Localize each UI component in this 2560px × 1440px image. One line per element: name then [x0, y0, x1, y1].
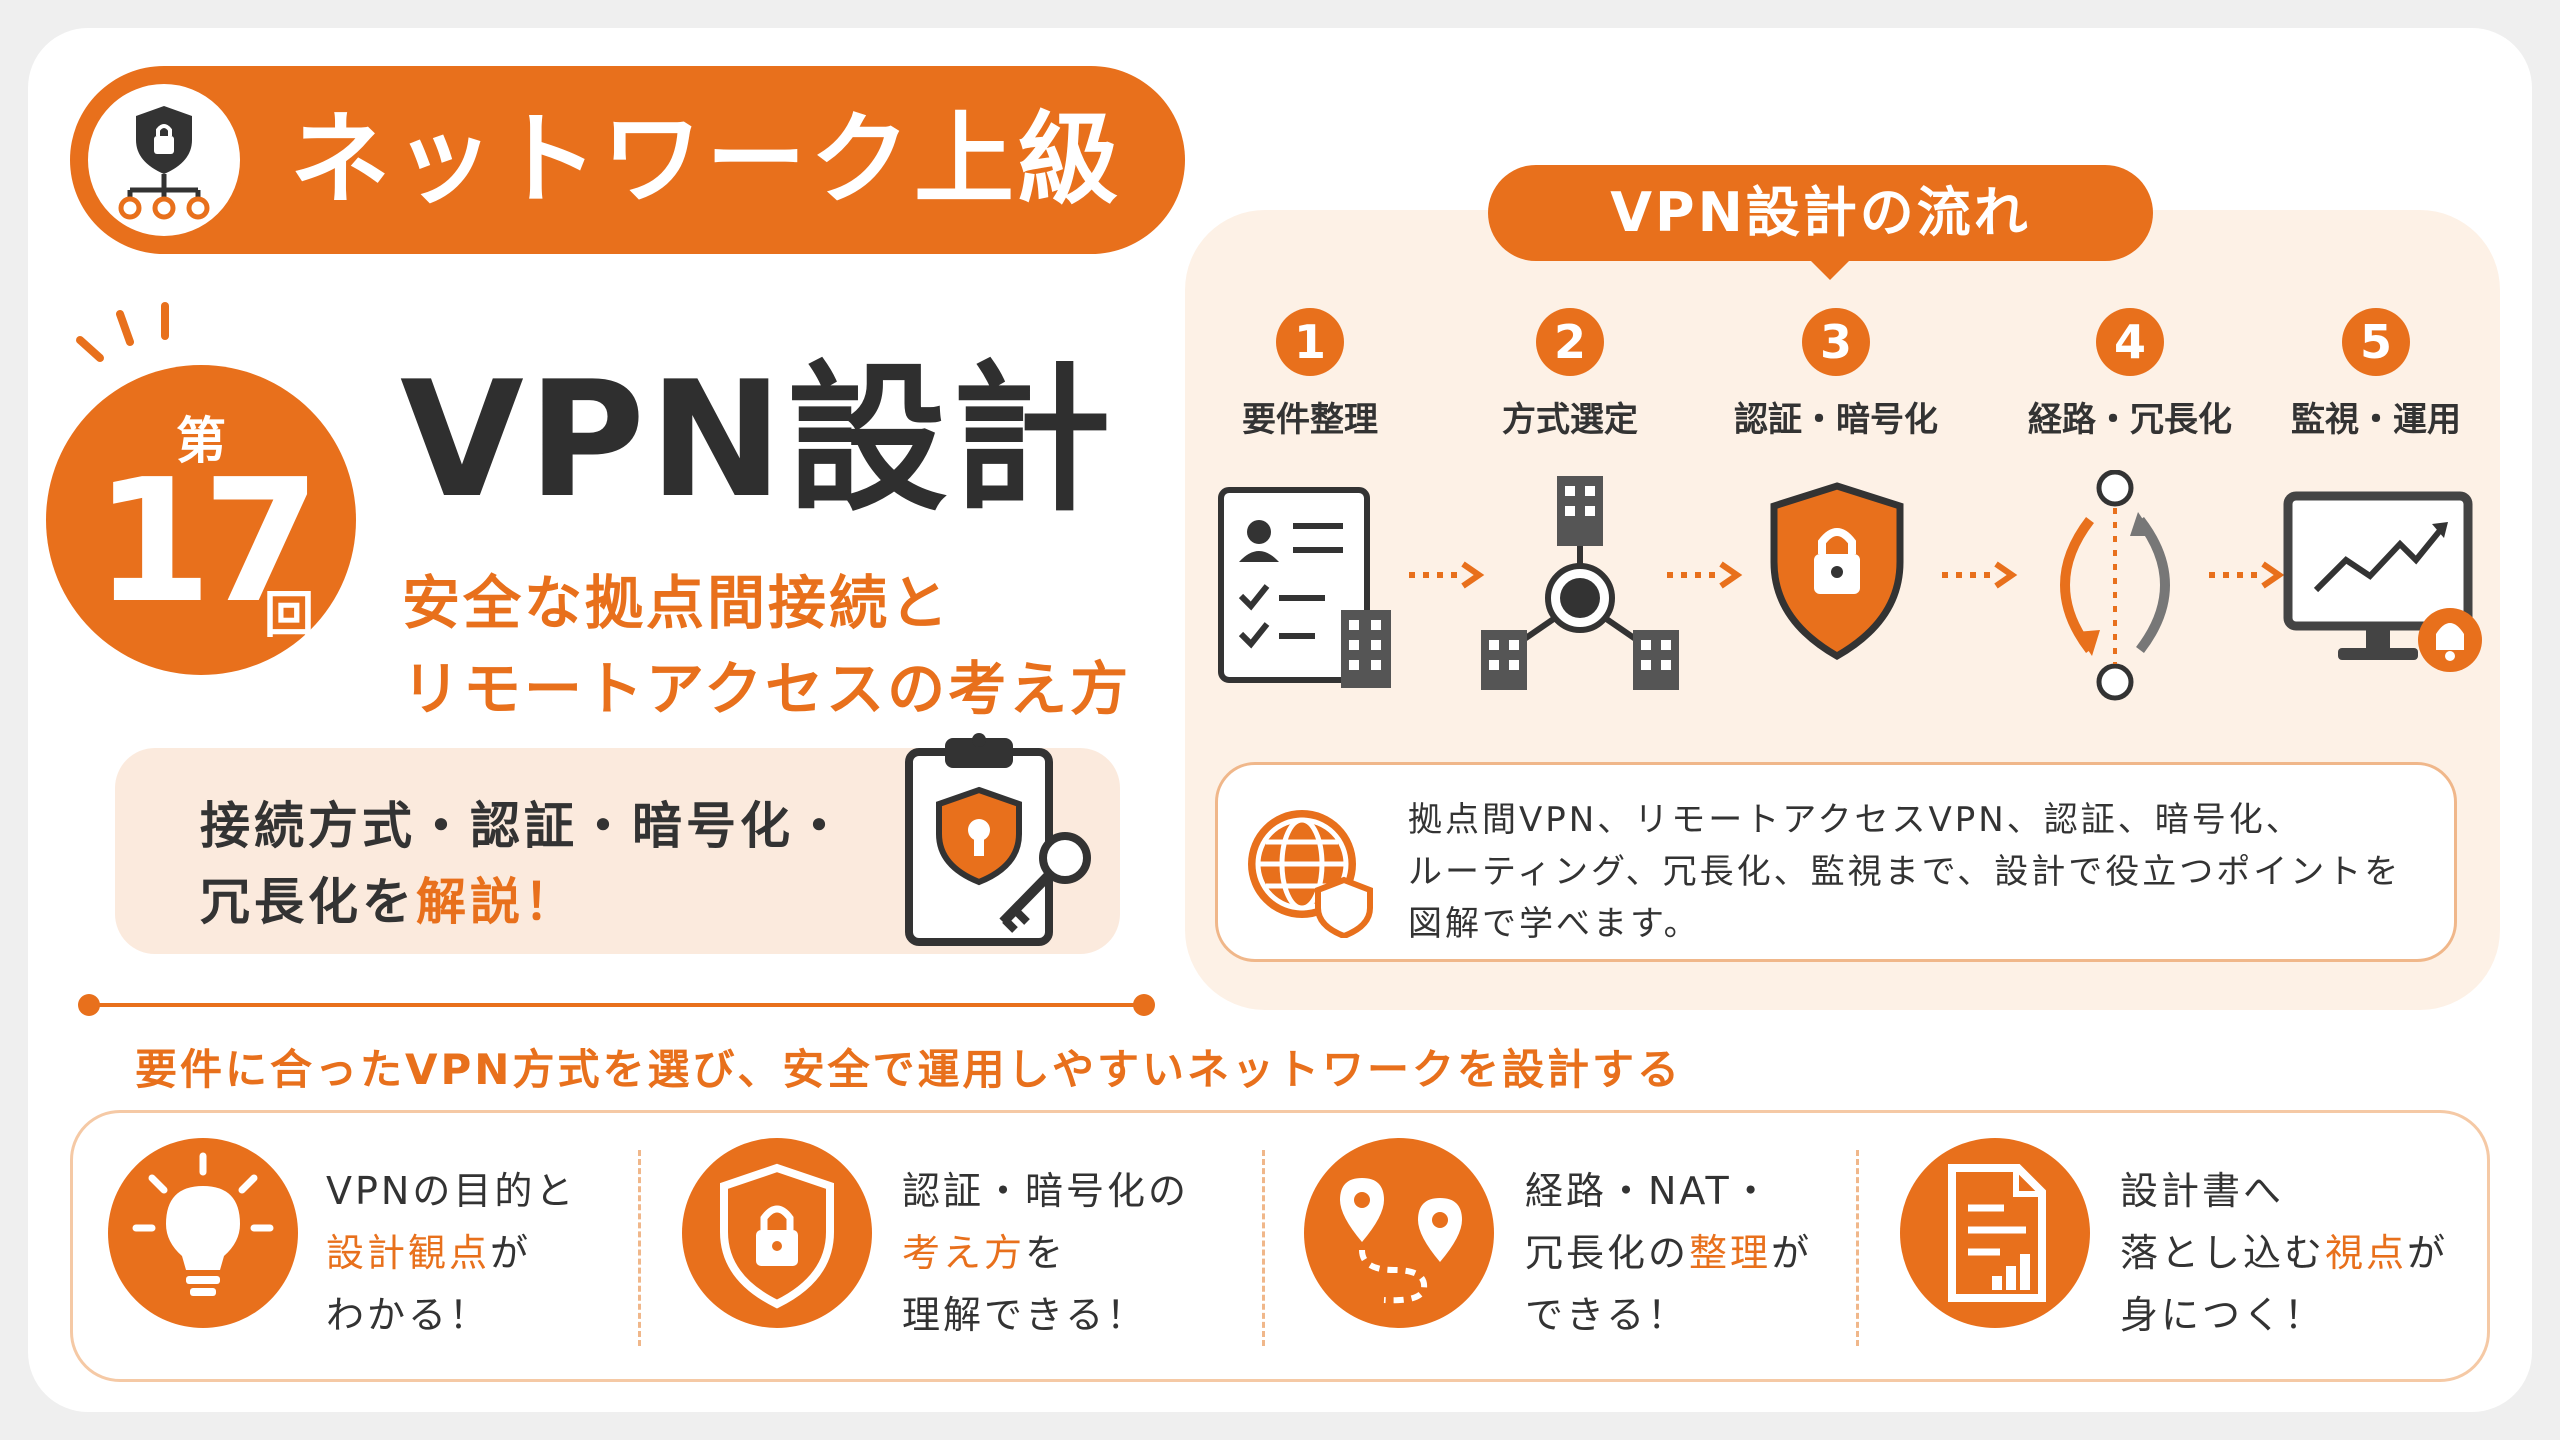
explain-highlight: 解説！ [416, 873, 578, 931]
benefit-4-line-3: 身につく！ [2120, 1293, 2326, 1337]
step-4-label: 経路・冗長化 [2028, 400, 2232, 440]
benefit-2-line-2: 考え方を [902, 1222, 1066, 1277]
lightbulb-icon [132, 1152, 274, 1296]
explain-line-1: 接続方式・認証・暗号化・ [200, 797, 848, 855]
header-title: ネットワーク上級編 [290, 101, 1122, 406]
benefit-4-highlight: 視点 [2325, 1231, 2408, 1275]
flow-description-box [1215, 762, 2457, 962]
benefit-1-icon-circle [108, 1138, 298, 1328]
shield-lock-icon [720, 1163, 834, 1309]
benefit-2-icon-circle [682, 1138, 872, 1328]
sparkle-icon [76, 302, 169, 362]
flow-title-pointer [1808, 258, 1852, 280]
benefit-4-line-2: 落とし込む視点が [2120, 1222, 2448, 1277]
flow-title: VPN設計の流れ [1488, 165, 2153, 261]
monitor-alert-icon [2283, 491, 2482, 672]
benefit-3-line-1: 経路・NAT・ [1525, 1169, 1773, 1213]
benefit-3-line-2-pre: 冗長化の [1525, 1231, 1690, 1275]
tagline: 要件に合ったVPN方式を選び、安全で運用しやすいネットワークを設計する [135, 1045, 1683, 1094]
header-banner: ネットワーク上級編 [70, 66, 1185, 406]
clipboard-key-icon [905, 733, 1091, 946]
flow-description-line-2: ルーティング、冗長化、監視まで、設計で役立つポイントを [1408, 852, 2402, 892]
benefit-4-line-2-text: が [2407, 1231, 2449, 1275]
episode-number: 17 [94, 443, 321, 641]
flow-description-line-3: 図解で学べます。 [1408, 904, 1701, 944]
step-3-number: 3 [1802, 308, 1870, 376]
step-5-number: 5 [2342, 308, 2410, 376]
step-2-number: 2 [1536, 308, 1604, 376]
redundant-route-icon [2060, 470, 2170, 701]
benefit-2-highlight: 考え方 [902, 1231, 1026, 1275]
explain-line-2: 冗長化を解説！ [200, 862, 578, 934]
benefit-separator [1856, 1150, 1859, 1346]
page-title: VPN設計 [400, 346, 1116, 533]
step-1-label: 要件整理 [1242, 400, 1378, 440]
episode-prefix: 第 [176, 412, 226, 470]
step-1-number: 1 [1276, 308, 1344, 376]
benefit-4-line-2-pre: 落とし込む [2120, 1231, 2326, 1275]
benefit-1-line-3: わかる！ [326, 1293, 491, 1337]
flow-arrow-icon [1409, 561, 1485, 589]
benefit-2-line-3: 理解できる！ [902, 1293, 1148, 1337]
globe-shield-icon [1248, 810, 1373, 938]
benefit-separator [1262, 1150, 1265, 1346]
step-3-label: 認証・暗号化 [1734, 400, 1938, 440]
document-chart-icon [1948, 1164, 2046, 1302]
benefit-1-line-2-text: が [490, 1231, 532, 1275]
benefit-3-highlight: 整理 [1689, 1231, 1772, 1275]
flow-arrow-icon [2209, 561, 2285, 589]
benefit-2-line-1: 認証・暗号化の [902, 1169, 1190, 1213]
divider-dot-right [1133, 994, 1155, 1016]
benefit-4-icon-circle [1900, 1138, 2090, 1328]
flow-arrow-icon [1667, 561, 1743, 589]
benefit-2-line-2-text: を [1025, 1231, 1067, 1275]
step-4-number: 4 [2096, 308, 2164, 376]
benefit-4-line-1: 設計書へ [2120, 1169, 2285, 1213]
benefit-1-line-1: VPNの目的と [326, 1169, 577, 1213]
step-2-label: 方式選定 [1502, 400, 1638, 440]
flow-arrow-icon [1942, 561, 2018, 589]
explain-line-2-text: 冗長化を [200, 873, 416, 931]
benefit-separator [638, 1150, 641, 1346]
flow-description-line-1: 拠点間VPN、リモートアクセスVPN、認証、暗号化、 [1408, 800, 2303, 840]
benefit-3-line-2: 冗長化の整理が [1525, 1222, 1812, 1277]
divider-line [88, 1003, 1143, 1007]
shield-lock-icon [1770, 482, 1904, 661]
step-5-label: 監視・運用 [2291, 400, 2461, 440]
benefit-1-highlight: 設計観点 [326, 1231, 491, 1275]
benefit-3-icon-circle [1304, 1138, 1494, 1328]
subtitle-line-1: 安全な拠点間接続と [402, 569, 952, 637]
subtitle-line-2: リモートアクセスの考え方 [402, 655, 1132, 723]
divider-dot-left [78, 994, 100, 1016]
route-map-icon [1340, 1178, 1462, 1304]
episode-suffix: 回 [264, 586, 314, 644]
episode-badge: 第 17 回 [46, 365, 356, 675]
network-topology-icon [1481, 476, 1679, 690]
network-shield-icon [84, 80, 244, 240]
requirements-checklist-icon [1218, 487, 1391, 688]
benefit-3-line-2-text: が [1771, 1231, 1813, 1275]
benefit-1-line-2: 設計観点が [326, 1222, 531, 1277]
benefit-3-line-3: できる！ [1525, 1293, 1689, 1337]
